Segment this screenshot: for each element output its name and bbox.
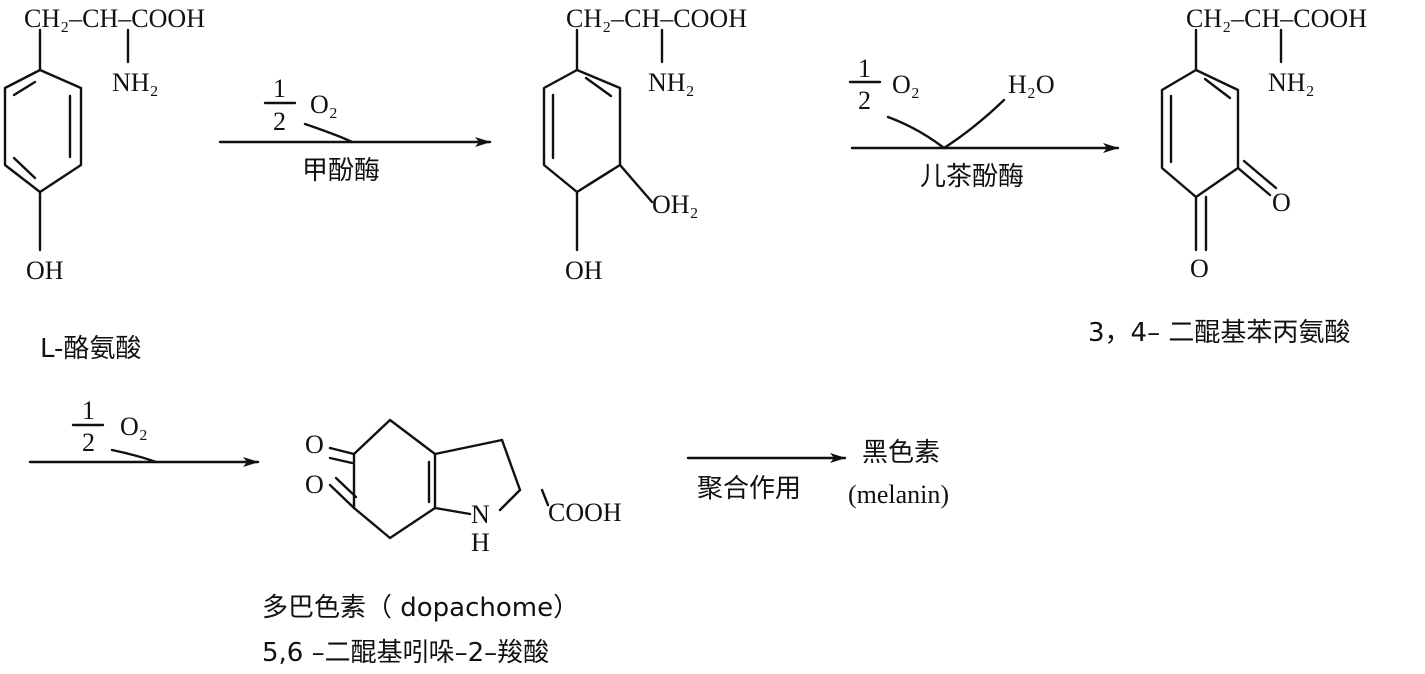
dopachrome-structure [328,418,550,540]
dopa-amine: NH₂ [648,68,695,97]
dopa-side-chain: CH₂–CH–COOH [566,4,747,33]
dopachrome-nitrogen: N [471,500,490,529]
tyrosine-amine: NH₂ [112,68,159,97]
melanin-english-name: (melanin) [848,480,950,509]
reaction-3-fraction-numerator: 1 [82,396,95,425]
dopaquinone-oxo-para: O [1190,254,1209,283]
reaction-1-enzyme: 甲酚酶 [302,156,381,186]
dopa-para-substituent: OH [565,256,603,285]
reaction-2-fraction-numerator: 1 [858,54,871,83]
reaction-1-reagent: O₂ [310,90,338,119]
reaction-3-fraction-denominator: 2 [82,428,95,457]
tyrosine-structure [3,28,130,252]
reaction-1-fraction-numerator: 1 [273,74,286,103]
dopachrome-name: 多巴色素（ dopachome） [262,593,580,623]
reaction-2-fraction-denominator: 2 [858,86,871,115]
dopachrome-systematic-name: 5,6 –二醌基吲哚–2–羧酸 [262,638,550,668]
reaction-2-enzyme: 儿茶酚酶 [920,162,1025,192]
reaction-1-fraction-denominator: 2 [273,107,286,136]
reaction-3-reagent: O₂ [120,412,148,441]
tyrosine-side-chain: CH₂–CH–COOH [24,4,205,33]
dopaquinone-side-chain: CH₂–CH–COOH [1186,4,1367,33]
reaction-2-byproduct: H₂O [1008,70,1055,99]
dopachrome-oxo-upper: O [305,430,324,459]
dopaquinone-amine: NH₂ [1268,68,1315,97]
reaction-3-arrow [28,423,260,467]
dopaquinone-oxo-meta: O [1272,188,1291,217]
reaction-2-reagent: O₂ [892,70,920,99]
reaction-2-arrow [848,80,1120,153]
dopachrome-acid: COOH [548,498,622,527]
dopachrome-oxo-lower: O [305,470,324,499]
tyrosine-hydroxyl: OH [26,256,64,285]
dopa-structure [542,28,664,252]
melanin-name: 黑色素 [862,438,941,468]
dopaquinone-structure [1160,28,1283,252]
dopa-meta-substituent: OH₂ [652,190,699,219]
reaction-1-arrow [218,101,492,147]
dopaquinone-name: 3，4– 二醌基苯丙氨酸 [1088,318,1351,348]
polymerization-label: 聚合作用 [697,474,802,504]
tyrosine-name: L-酪氨酸 [40,334,142,364]
dopachrome-hydrogen: H [471,528,490,557]
